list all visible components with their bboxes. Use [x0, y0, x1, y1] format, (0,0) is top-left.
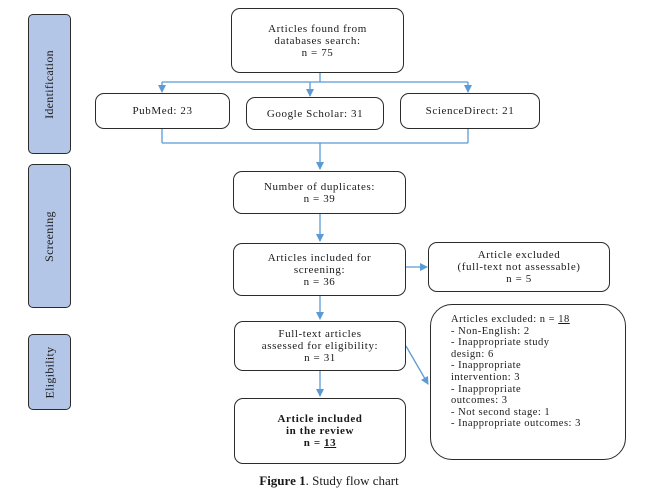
- excluded-fulltext-box: Article excluded (full-text not assessab…: [428, 242, 610, 292]
- phase-eligibility: Eligibility: [28, 334, 71, 410]
- exclusion-item: - Inappropriate: [451, 383, 522, 395]
- exclusion-item: - Inappropriate study: [451, 337, 550, 349]
- exclusion-item: outcomes: 3: [451, 395, 508, 407]
- fulltext-line-1: Full-text articles: [278, 328, 362, 340]
- exclusion-header-count: 18: [558, 314, 570, 325]
- phase-identification: Identification: [28, 14, 71, 154]
- excluded-line-2: (full-text not assessable): [457, 261, 581, 273]
- scholar-label: Google Scholar: 31: [266, 107, 364, 120]
- included-review-box: Article included in the review n = 13: [234, 398, 406, 464]
- fulltext-assessed-box: Full-text articles assessed for eligibil…: [234, 321, 406, 371]
- included-line-1: Article included: [277, 413, 363, 425]
- excluded-line-3: n = 5: [506, 273, 532, 285]
- figure-caption-text: . Study flow chart: [305, 473, 399, 488]
- exclusion-item: - Not second stage: 1: [451, 406, 551, 418]
- exclusion-item: - Inappropriate: [451, 360, 522, 372]
- duplicates-line-2: n = 39: [303, 192, 336, 205]
- found-line-3: n = 75: [301, 46, 334, 59]
- exclusion-header: Articles excluded: n = 18: [451, 314, 619, 326]
- screening-included-box: Articles included for screening: n = 36: [233, 243, 406, 296]
- google-scholar-box: Google Scholar: 31: [246, 97, 384, 130]
- arrow-to-exclusions: [405, 345, 429, 385]
- phase-screening-label: Screening: [42, 210, 56, 262]
- figure-caption: Figure 1. Study flow chart: [0, 473, 658, 489]
- sciencedirect-box: ScienceDirect: 21: [400, 93, 540, 129]
- pubmed-box: PubMed: 23: [95, 93, 230, 129]
- included-line-2: in the review: [285, 425, 355, 437]
- phase-eligibility-label: Eligibility: [42, 346, 56, 398]
- articles-found-box: Articles found from databases search: n …: [231, 8, 404, 73]
- exclusion-item: - Non-English: 2: [451, 325, 530, 337]
- included-count-prefix: n =: [303, 437, 325, 449]
- fulltext-line-2: assessed for eligibility:: [261, 340, 379, 352]
- fulltext-line-3: n = 31: [304, 352, 336, 364]
- found-line-2: databases search:: [274, 34, 361, 47]
- included-line-3: n = 13: [304, 437, 337, 449]
- sciencedirect-label: ScienceDirect: 21: [425, 105, 515, 117]
- phase-identification-label: Identification: [42, 49, 56, 119]
- exclusion-item: intervention: 3: [451, 371, 521, 383]
- pubmed-label: PubMed: 23: [132, 105, 193, 117]
- screening-line-2: screening:: [293, 263, 346, 276]
- screening-line-1: Articles included for: [267, 251, 372, 264]
- found-line-1: Articles found from: [268, 22, 367, 35]
- duplicates-line-1: Number of duplicates:: [264, 180, 375, 193]
- exclusion-item: - Inappropriate outcomes: 3: [451, 418, 581, 430]
- duplicates-box: Number of duplicates: n = 39: [233, 171, 406, 214]
- exclusion-reasons-box: Articles excluded: n = 18 - Non-English:…: [430, 304, 626, 460]
- screening-line-3: n = 36: [303, 275, 336, 288]
- included-count: 13: [324, 437, 337, 449]
- exclusion-header-prefix: Articles excluded: n =: [451, 314, 559, 325]
- figure-label: Figure 1: [259, 473, 306, 488]
- phase-screening: Screening: [28, 164, 71, 308]
- excluded-line-1: Article excluded: [477, 249, 561, 261]
- exclusion-item: design: 6: [451, 348, 494, 360]
